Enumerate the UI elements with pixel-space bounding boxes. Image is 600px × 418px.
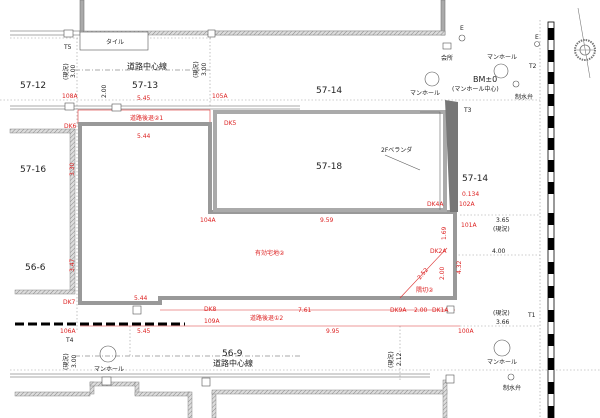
dim-5-45: 5.45 [137,95,151,102]
point-dk2a: DK2A [430,248,447,255]
tile-box [79,31,149,51]
road-centerline-label: 道路中心線 [127,61,167,71]
dim-2-00: 2.00 [101,84,108,98]
east-wall [445,100,458,212]
manhole-icon [99,345,117,363]
neighbor-wall [14,289,76,295]
genkyo-label: (現況) [493,225,510,233]
manhole-label: マンホール [410,90,440,97]
valve-icon [512,80,520,88]
point-dk1a: DK1A [432,307,449,314]
genkyo-label: (現況) [192,61,200,78]
dim-1-69: 1.69 [441,226,448,240]
dim-3-00: 3.00 [71,354,78,368]
point-102a: 102A [459,201,475,208]
lot-outline [78,122,457,305]
parcel-57-14: 57-14 [462,174,488,184]
dim-3-66: 3.66 [496,319,510,326]
dim-3-30: 3.30 [69,162,76,176]
parcel-56-6: 56-6 [25,263,46,273]
dim-3-65: 3.65 [496,217,510,224]
manhole-label: マンホール [487,359,517,366]
station-t4: T4 [65,337,74,344]
dim-4-00: 4.00 [492,248,506,255]
kaisho-label: 会所 [441,54,453,62]
dim-3-00: 3.00 [70,64,77,78]
veranda-outline [420,111,441,210]
point-108a: 108A [62,93,78,100]
point-dk6: DK6 [64,123,77,130]
parcel-57-18: 57-18 [316,162,342,172]
parcel-57-14: 57-14 [316,86,342,96]
electric-pole-label: E [535,34,539,41]
point-101a: 101A [461,222,477,229]
dim-0-134: 0.134 [462,191,479,198]
station-t1: T1 [527,312,536,319]
top-building [79,0,446,36]
dim-4-32: 4.32 [456,260,463,274]
dim-7-61: 7.61 [298,307,312,314]
electric-pole-icon [458,34,466,42]
point-dk7: DK7 [63,299,76,306]
point-104a: 104A [200,217,216,224]
manhole-icon [493,339,511,357]
station-t5: T5 [63,44,72,51]
road-centerline-label: 道路中心線 [213,358,253,368]
point-105a: 105A [212,93,228,100]
north-arrow-icon [574,7,596,79]
dim-9-95: 9.95 [326,328,340,335]
genkyo-label: (現況) [493,309,510,317]
dim-2-12: 2.12 [396,352,403,366]
veranda-label: 2Fベランダ [381,146,412,154]
scale-bar [547,21,555,418]
point-dk9a: DK9A [390,307,407,314]
setback-label: 道路後退①2 [250,314,283,322]
station-t3: T3 [463,107,472,114]
point-109a: 109A [204,318,220,325]
manhole-icon [493,63,509,79]
road-lines [0,20,600,418]
electric-pole-label: E [460,25,464,32]
parcel-57-16: 57-16 [20,165,46,175]
dim-5-44: 5.44 [137,133,151,140]
manhole-label: マンホール [94,366,124,373]
parcel-57-13: 57-13 [132,81,158,91]
existing-dimensions: (現況) 3.00 (現況) 3.00 (現況) 3.00 2.00 3.65 … [62,61,510,370]
station-t2: T2 [528,63,537,70]
effective-lot-label: 有効宅地② [255,249,285,257]
parcel-57-12: 57-12 [20,81,46,91]
dim-2-52: 2.52 [416,266,430,281]
manhole-label: マンホール [487,54,517,61]
point-dk5: DK5 [224,120,237,127]
dim-3-00: 3.00 [201,62,208,76]
genkyo-label: (現況) [62,353,70,370]
electric-pole-icon [534,41,540,47]
setback-label: 道路後退②1 [130,114,163,122]
dim-5-44: 5.44 [134,295,148,302]
point-100a: 100A [458,328,474,335]
benchmark-note: (マンホール中心) [452,85,499,93]
dim-5-45: 5.45 [137,328,151,335]
manhole-icon [424,71,440,87]
point-dk4a: DK4A [427,201,444,208]
valve-label: 制水弁 [515,93,533,101]
point-106a: 106A [60,328,76,335]
parcel-56-9: 56-9 [222,349,243,359]
tile-label: タイル [106,38,124,46]
dim-3-47: 3.47 [69,258,76,272]
valve-icon [507,373,515,381]
valve-label: 制水弁 [503,384,521,392]
dim-2-00: 2.00 [414,307,428,314]
corner-cut-label: 隅切② [416,286,434,294]
genkyo-label: (現況) [387,351,395,368]
genkyo-label: (現況) [62,63,70,80]
building-57-18 [213,110,447,212]
point-dk8: DK8 [204,306,217,313]
dim-9-59: 9.59 [320,217,334,224]
benchmark-label: BM±0 [473,75,497,84]
dim-2-00: 2.00 [439,266,446,280]
bottom-buildings [14,379,448,418]
catch-basin-icon [63,29,455,387]
